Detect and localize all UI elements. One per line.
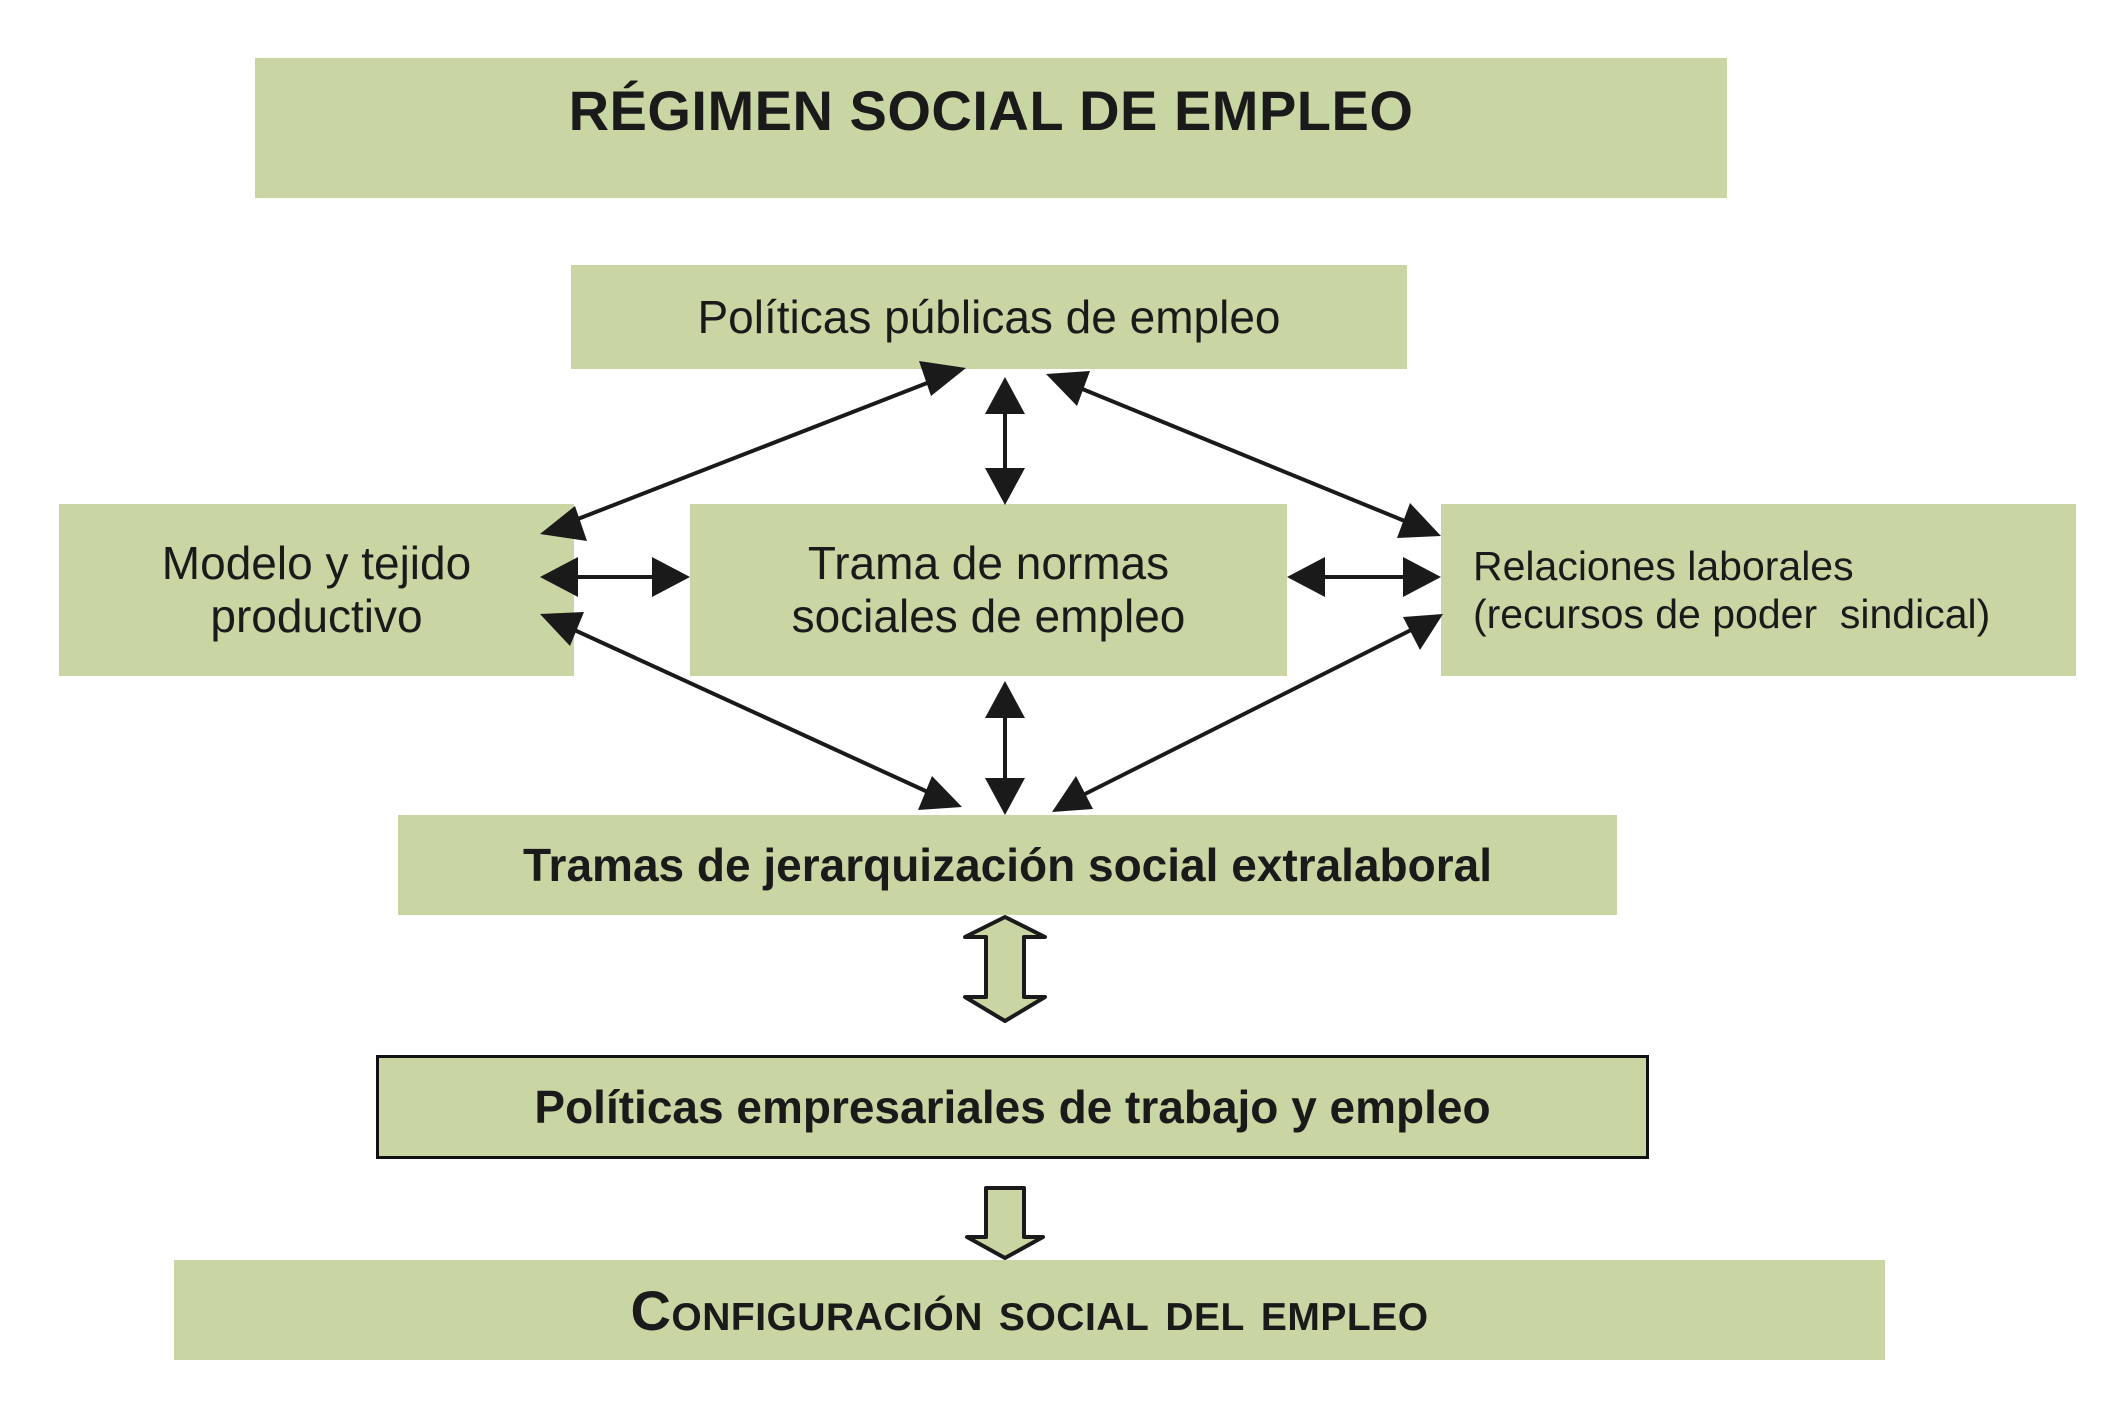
- node-modelo-tejido-line-2: productivo: [210, 590, 423, 642]
- node-tramas-jerarquizacion: Tramas de jerarquización social extralab…: [398, 815, 1617, 915]
- node-relaciones-laborales-label: Relaciones laborales (recursos de poder …: [1473, 542, 1990, 638]
- node-relaciones-laborales-line-2: (recursos de poder sindical): [1473, 591, 1991, 637]
- arrow-politicas-trama: [985, 377, 1025, 505]
- node-configuracion: Configuración social del empleo: [174, 1260, 1885, 1360]
- node-configuracion-label: Configuración social del empleo: [630, 1278, 1429, 1342]
- arrow-trama-relaciones: [1287, 557, 1441, 597]
- node-politicas-empresariales: Políticas empresariales de trabajo y emp…: [376, 1055, 1649, 1159]
- node-trama-normas-line-1: Trama de normas: [807, 537, 1170, 589]
- node-relaciones-laborales-line-1: Relaciones laborales: [1473, 543, 1854, 589]
- node-modelo-tejido-line-1: Modelo y tejido: [161, 537, 472, 589]
- hollow-arrow-tramas-empresariales: [963, 915, 1047, 1023]
- node-trama-normas: Trama de normas sociales de empleo: [690, 504, 1287, 676]
- hollow-arrow-empresariales-configuracion: [965, 1186, 1045, 1260]
- node-politicas-publicas-label: Políticas públicas de empleo: [697, 291, 1281, 343]
- node-relaciones-laborales: Relaciones laborales (recursos de poder …: [1441, 504, 2076, 676]
- diagram-title-box: RÉGIMEN SOCIAL DE EMPLEO: [255, 58, 1727, 198]
- node-politicas-publicas: Políticas públicas de empleo: [571, 265, 1407, 369]
- node-politicas-empresariales-label: Políticas empresariales de trabajo y emp…: [534, 1081, 1491, 1133]
- arrow-trama-tramas: [985, 681, 1025, 815]
- node-modelo-tejido: Modelo y tejido productivo: [59, 504, 574, 676]
- node-modelo-tejido-label: Modelo y tejido productivo: [162, 537, 471, 643]
- diagram-title: RÉGIMEN SOCIAL DE EMPLEO: [568, 79, 1414, 142]
- node-trama-normas-label: Trama de normas sociales de empleo: [792, 537, 1186, 643]
- node-trama-normas-line-2: sociales de empleo: [791, 590, 1186, 642]
- node-tramas-jerarquizacion-label: Tramas de jerarquización social extralab…: [523, 839, 1492, 891]
